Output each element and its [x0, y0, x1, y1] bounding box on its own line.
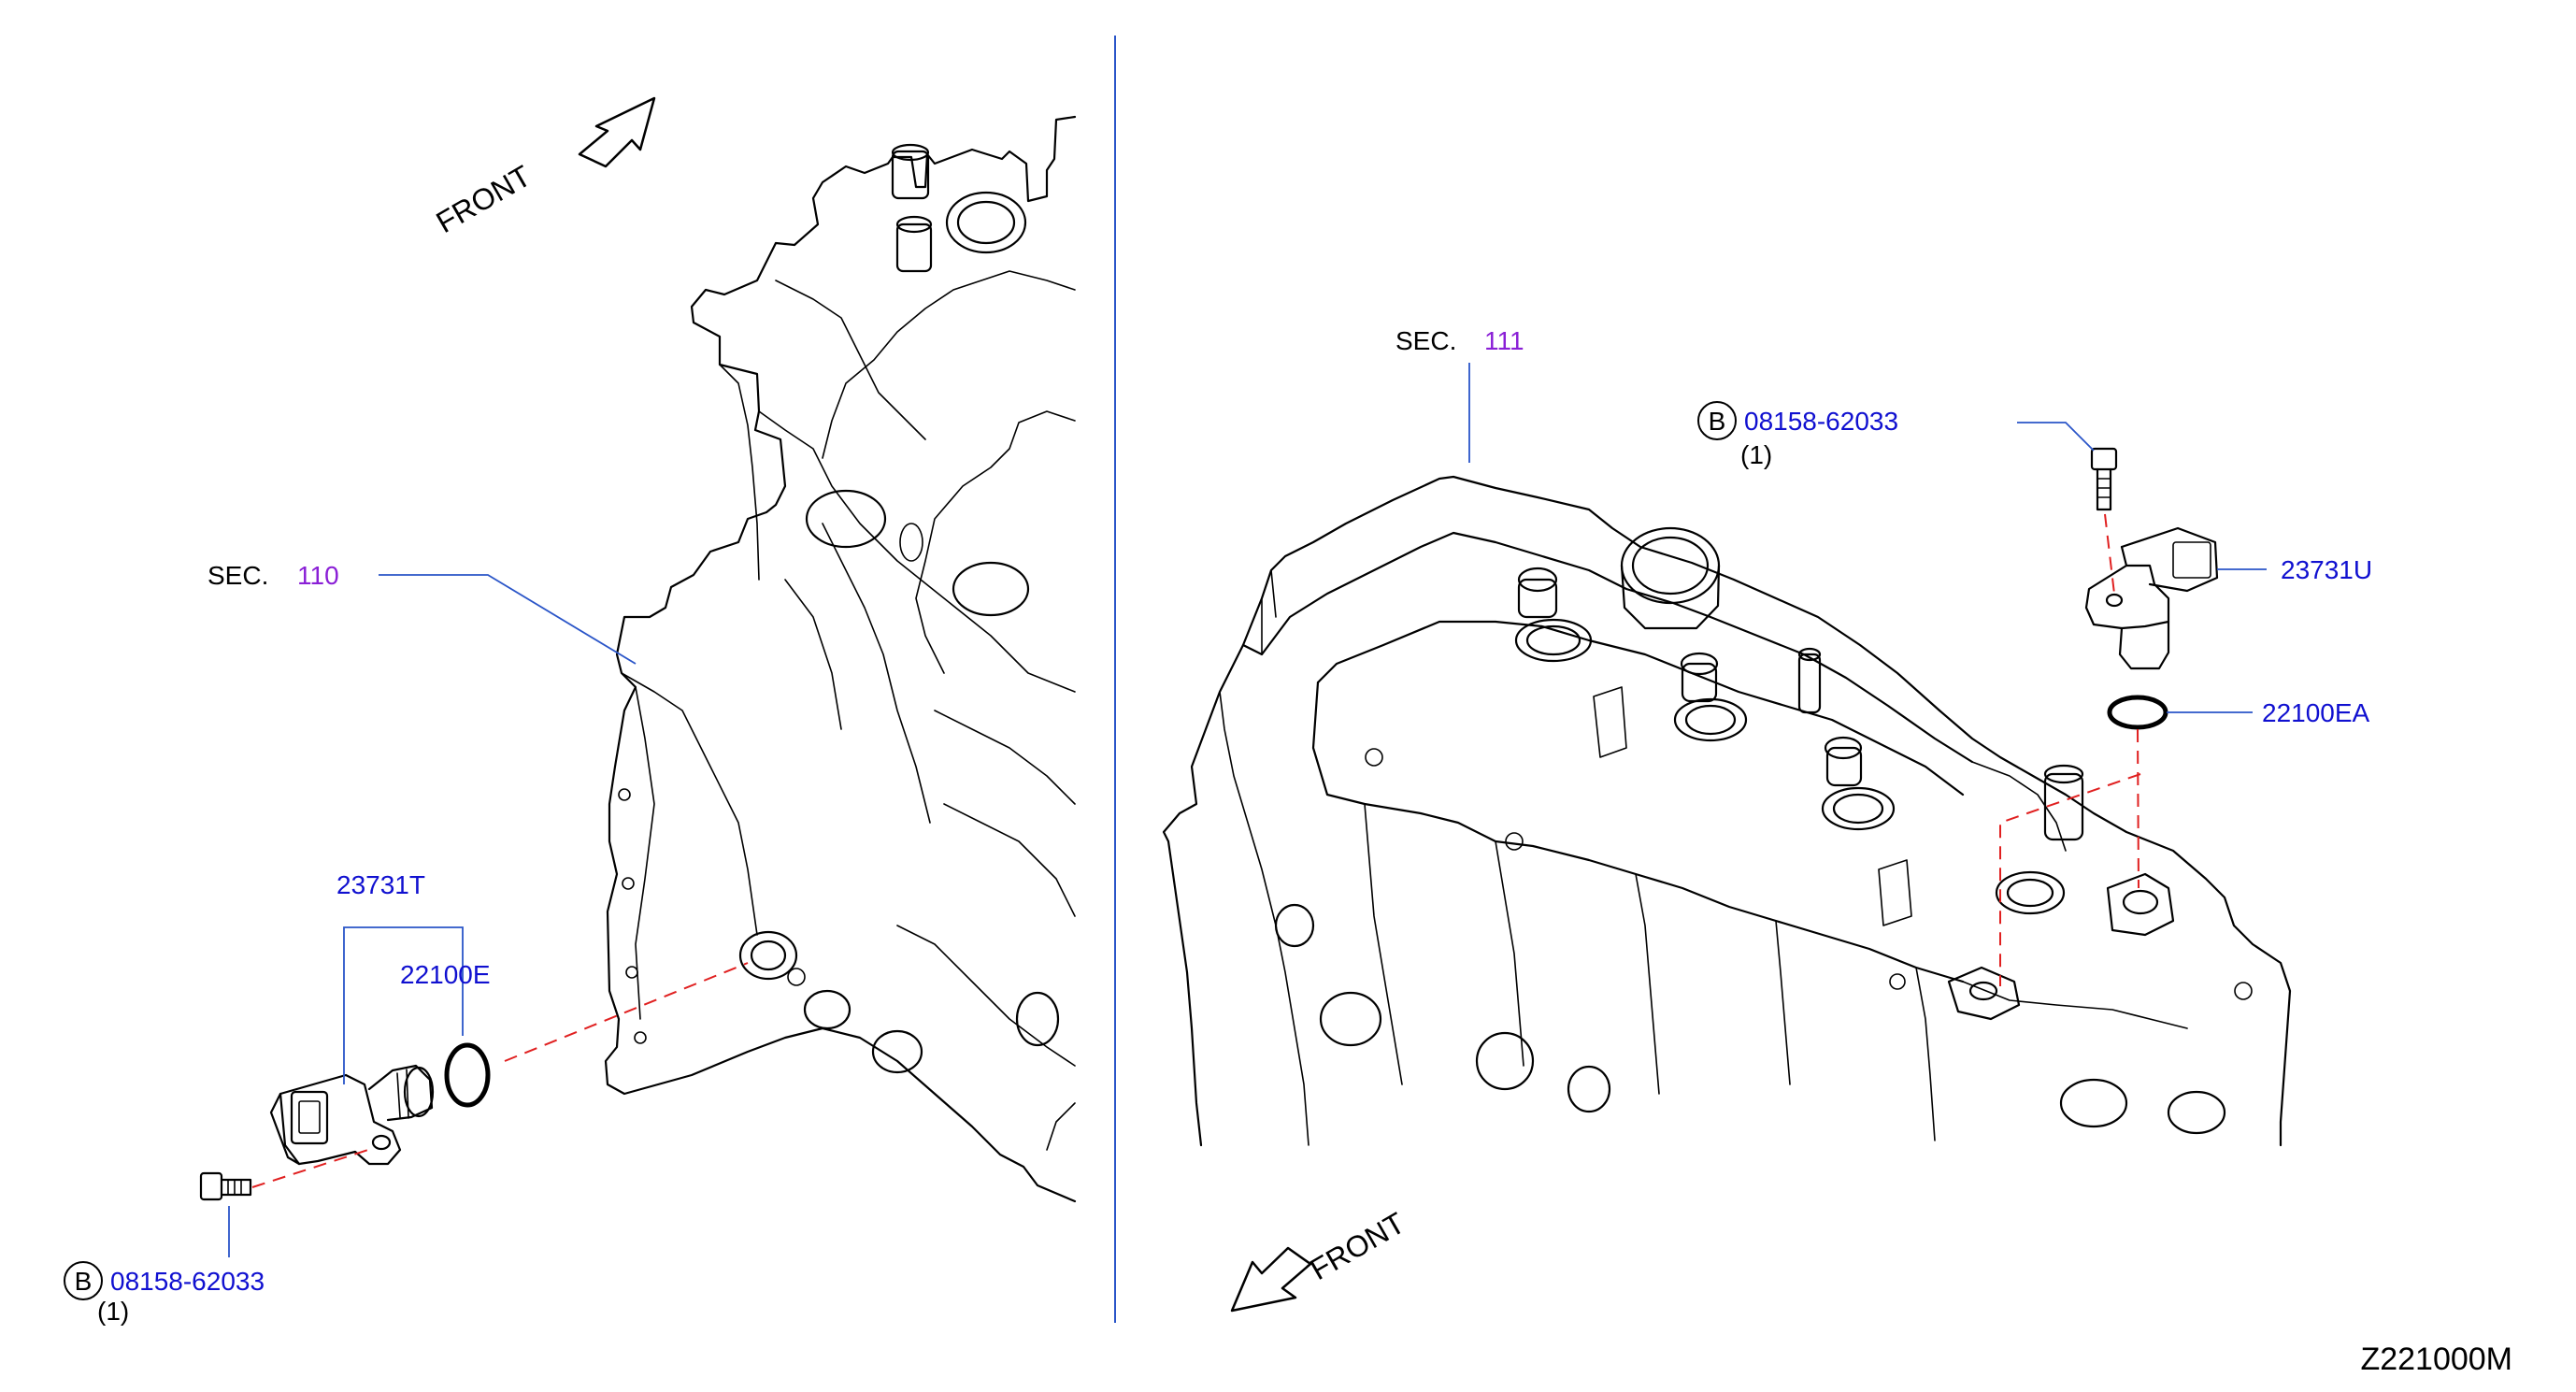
- left-bolt-icon: [199, 1171, 252, 1201]
- left-sec-leader: [379, 574, 637, 665]
- left-sensor-23731t: [269, 1064, 435, 1166]
- right-bolt-icon: [2090, 447, 2118, 511]
- right-oring-part-link[interactable]: 22100EA: [2262, 698, 2370, 727]
- right-bolt-badge-icon: [1697, 401, 1737, 440]
- right-bolt-part-link[interactable]: 08158-62033: [1744, 407, 1898, 436]
- right-bolt-callout[interactable]: B 08158-62033 (1): [1697, 401, 1898, 469]
- left-sensor-part-link[interactable]: 23731T: [336, 870, 425, 899]
- right-front-indicator: FRONT: [1230, 1206, 1410, 1313]
- right-sensor-23731u: [2084, 526, 2219, 670]
- left-align-dash-upper: [504, 962, 749, 1062]
- right-section-reference[interactable]: SEC. 111: [1395, 326, 1524, 355]
- left-bolt-badge-icon: [64, 1261, 103, 1300]
- right-engine-head: [1162, 475, 2292, 1147]
- right-front-label: FRONT: [1305, 1206, 1410, 1286]
- left-front-label: FRONT: [431, 159, 537, 239]
- left-bolt-qty: (1): [97, 1297, 129, 1326]
- left-bolt-callout[interactable]: B 08158-62033 (1): [64, 1261, 265, 1326]
- right-oring-22100ea: [2107, 695, 2168, 730]
- left-engine-block: [604, 115, 1077, 1203]
- right-sensor-part-link[interactable]: 23731U: [2281, 555, 2372, 584]
- right-align-dash-sensor: [2137, 728, 2140, 889]
- right-bolt-badge: B: [1709, 407, 1726, 436]
- left-front-arrow-icon: [578, 96, 656, 168]
- right-align-dash-side: [1999, 773, 2141, 986]
- right-front-arrow-icon: [1230, 1246, 1312, 1313]
- left-bolt-badge: B: [75, 1267, 93, 1296]
- left-section-reference[interactable]: SEC. 110: [208, 561, 339, 590]
- right-sec-prefix: SEC.: [1395, 326, 1456, 355]
- left-oring-22100e: [444, 1042, 491, 1108]
- right-sec-link[interactable]: 111: [1484, 326, 1524, 355]
- left-align-dash-lower: [251, 1147, 375, 1188]
- left-bolt-part-link[interactable]: 08158-62033: [110, 1267, 265, 1296]
- right-bolt-leader: [2017, 422, 2095, 452]
- right-bolt-qty: (1): [1740, 440, 1772, 469]
- left-oring-part-link[interactable]: 22100E: [400, 960, 491, 989]
- left-front-indicator: FRONT: [431, 96, 656, 239]
- diagram-code: Z221000M: [2360, 1342, 2512, 1377]
- left-sec-link[interactable]: 110: [297, 561, 339, 590]
- right-align-dash-bolt: [2104, 513, 2115, 595]
- left-sensor-leader: [343, 926, 464, 1084]
- left-sec-prefix: SEC.: [208, 561, 268, 590]
